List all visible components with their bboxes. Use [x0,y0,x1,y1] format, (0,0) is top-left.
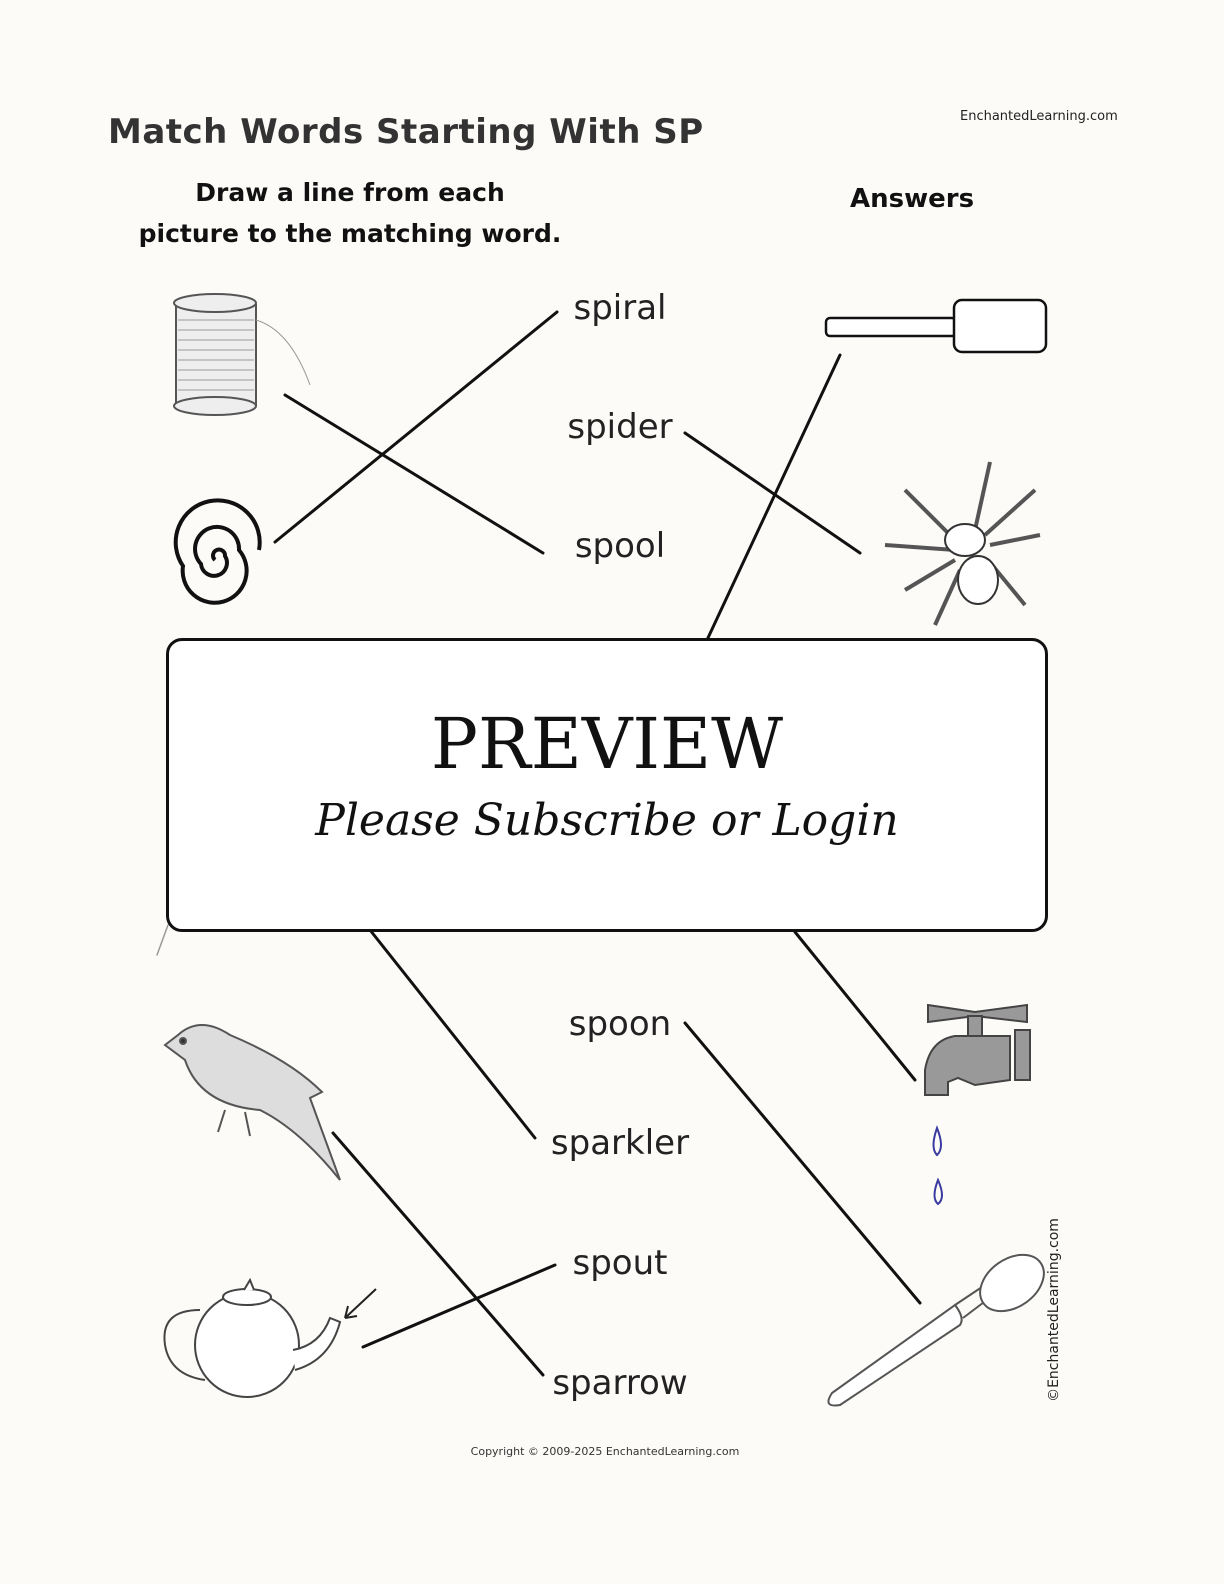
instructions: Draw a line from each picture to the mat… [130,172,570,254]
copyright: Copyright © 2009-2025 EnchantedLearning.… [470,1445,740,1458]
answer-line-faucet [793,930,917,1082]
answer-line-sparkler-right [705,353,842,642]
word-spiral: spiral [573,288,667,328]
spoon-icon [827,1253,1045,1407]
word-spoon: spoon [568,1004,672,1044]
answer-line-spout [361,1263,557,1349]
word-sparkler: sparkler [550,1123,690,1163]
answer-line-sparkler [368,928,537,1140]
preview-overlay[interactable]: PREVIEW Please Subscribe or Login [166,638,1048,932]
preview-title: PREVIEW [430,703,784,785]
answers-label: Answers [850,184,975,214]
sparkler-icon [824,298,1048,354]
page-title: Match Words Starting With SP [108,112,704,152]
faucet-icon [924,1003,1031,1096]
answer-line-sparrow [331,1131,545,1377]
word-sparrow: sparrow [552,1363,688,1403]
instructions-line-1: Draw a line from each [195,178,505,207]
spiral-icon [173,498,262,605]
answer-line-spiral [273,310,559,544]
vertical-credit: ©EnchantedLearning.com [1046,1218,1062,1402]
word-spider: spider [567,407,673,447]
answer-line-spool [283,393,545,555]
teapot-icon [163,1277,377,1398]
water-drop-icon [932,1125,943,1206]
instructions-line-2: picture to the matching word. [138,219,562,248]
sparrow-icon [163,1024,341,1181]
site-link[interactable]: EnchantedLearning.com [960,109,1118,124]
subscribe-login-link[interactable]: Please Subscribe or Login [315,795,899,846]
word-spool: spool [574,526,666,566]
spool-icon [173,293,311,416]
answer-line-spoon [683,1021,922,1305]
answer-line-spider [683,431,862,555]
answer-lines [156,310,922,1377]
word-spout: spout [572,1243,668,1283]
spider-icon [884,461,1041,626]
